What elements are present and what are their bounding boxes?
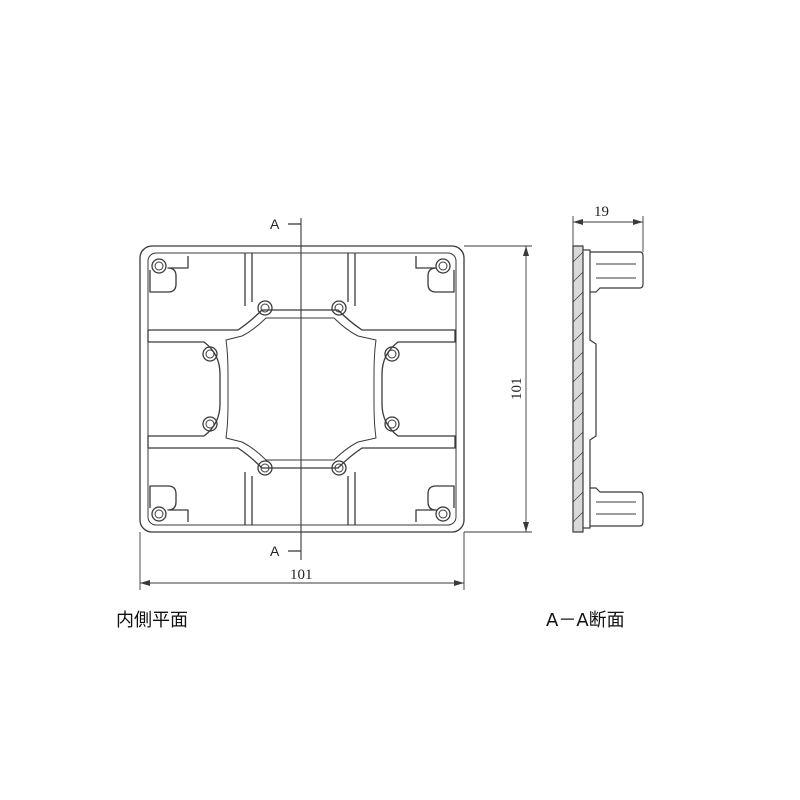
section-view-caption: A－A断面 bbox=[546, 610, 625, 631]
corner-hole-top-left bbox=[151, 258, 167, 274]
section-base-plate bbox=[572, 245, 584, 533]
corner-pocket-top-right bbox=[415, 256, 455, 293]
section-inner-wall bbox=[583, 249, 597, 529]
dim-height-label: 101 bbox=[509, 378, 525, 401]
boss-hole-8 bbox=[331, 460, 347, 476]
plan-view-caption: 内側平面 bbox=[116, 610, 188, 631]
boss-hole-3 bbox=[202, 346, 218, 362]
corner-pocket-bottom-left bbox=[149, 485, 189, 522]
boss-hole-1 bbox=[257, 300, 273, 316]
boss-hole-6 bbox=[384, 416, 400, 432]
section-label-top: A bbox=[270, 216, 280, 232]
dim-width-label: 101 bbox=[290, 567, 313, 583]
section-hatching bbox=[572, 251, 584, 523]
dim-height-arrow-bottom bbox=[523, 522, 529, 532]
boss-hole-2 bbox=[331, 300, 347, 316]
plate-inner-edge bbox=[147, 252, 457, 526]
dim-depth-label: 19 bbox=[594, 204, 609, 220]
corner-hole-bottom-right bbox=[435, 506, 451, 522]
plate-outer-edge bbox=[139, 245, 465, 533]
boss-hole-7 bbox=[257, 460, 273, 476]
section-label-bottom: A bbox=[270, 543, 280, 559]
boss-hole-5 bbox=[202, 416, 218, 432]
corner-hole-top-right bbox=[435, 258, 451, 274]
dim-width-arrow-left bbox=[140, 580, 150, 586]
section-boss-bottom bbox=[590, 487, 644, 527]
dim-height-arrow-top bbox=[523, 246, 529, 256]
corner-pocket-top-left bbox=[149, 256, 189, 293]
cross-recess-inner bbox=[225, 317, 377, 461]
dim-depth-arrow-left bbox=[573, 219, 583, 225]
corner-hole-bottom-left bbox=[151, 506, 167, 522]
plan-view bbox=[139, 218, 532, 590]
cross-recess-outer bbox=[147, 309, 456, 469]
corner-pocket-bottom-right bbox=[415, 485, 455, 522]
dim-width-arrow-right bbox=[454, 580, 464, 586]
section-view bbox=[572, 216, 644, 533]
dim-depth-arrow-right bbox=[633, 219, 643, 225]
boss-hole-4 bbox=[384, 346, 400, 362]
section-boss-top bbox=[590, 251, 644, 293]
